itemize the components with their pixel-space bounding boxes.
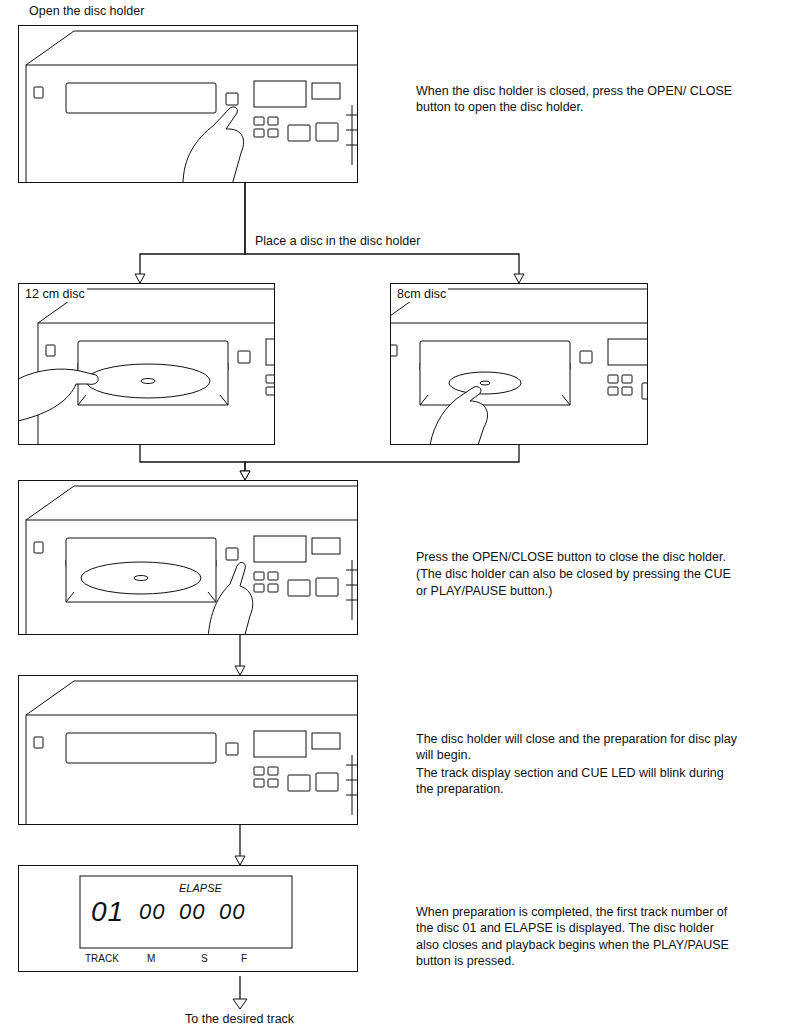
display-panel: ELAPSE01000000TRACKMSFWhen preparation i… <box>18 865 358 972</box>
cd-player <box>26 31 386 190</box>
flow-arrow <box>239 825 240 865</box>
hand <box>208 562 253 638</box>
description-text: When the disc holder is closed, press th… <box>416 83 738 116</box>
disc-tray <box>420 363 570 405</box>
illustration-panel: The disc holder will close and the prepa… <box>18 675 358 825</box>
lcd-window <box>80 876 292 948</box>
flow-arrow <box>245 183 519 283</box>
time-digits: 00 <box>219 899 245 925</box>
description-block: When preparation is completed, the first… <box>416 904 738 970</box>
cd-player <box>380 289 740 448</box>
disc-hole <box>480 381 490 385</box>
description-text: When preparation is completed, the first… <box>416 904 738 969</box>
player-closed-panel <box>26 681 386 840</box>
disc <box>86 364 210 398</box>
illustration-panel: 8cm disc <box>390 283 648 445</box>
disc-hole <box>141 379 155 384</box>
arrow-head <box>233 999 247 1009</box>
disc-tray <box>78 363 228 405</box>
track-digits: 01 <box>91 895 124 929</box>
disc <box>81 562 201 594</box>
arrow-shaft <box>239 976 240 1000</box>
description-text: Press the OPEN/CLOSE button to close the… <box>416 549 738 565</box>
description-block: Press the OPEN/CLOSE button to close the… <box>416 549 738 600</box>
panel-tag: 8cm disc <box>395 287 448 302</box>
description-block: When the disc holder is closed, press th… <box>416 83 738 117</box>
flow-note: To the desired track <box>183 1012 296 1027</box>
disc-hole <box>134 576 148 581</box>
player-close-panel <box>26 486 386 645</box>
display-label: S <box>201 953 208 965</box>
time-digits: 00 <box>179 899 205 925</box>
hand <box>18 369 98 421</box>
description-text: (The disc holder can also be closed by p… <box>416 566 738 599</box>
cd-player <box>26 681 386 840</box>
display-indicator: ELAPSE <box>179 882 222 895</box>
cd-player <box>26 486 386 645</box>
display-label: TRACK <box>85 953 119 965</box>
flow-arrow <box>239 635 240 675</box>
flow-arrow <box>140 445 245 480</box>
cd-player <box>38 289 398 448</box>
panel-tag: 12 cm disc <box>23 287 87 302</box>
disc <box>449 372 521 394</box>
panel-heading: Open the disc holder <box>29 4 144 19</box>
flow-arrow <box>245 445 519 480</box>
description-text: The disc holder will close and the prepa… <box>416 731 738 764</box>
disc-tray <box>66 560 216 602</box>
disc-8cm-panel <box>380 289 740 448</box>
illustration-panel: 12 cm disc <box>18 283 275 445</box>
display-label: F <box>241 953 247 965</box>
flow-arrow <box>140 183 245 283</box>
illustration-panel: Open the disc holderWhen the disc holder… <box>18 25 358 183</box>
time-digits: 00 <box>139 899 165 925</box>
hand <box>183 107 244 185</box>
disc-12cm-panel <box>18 289 398 448</box>
hand <box>430 387 488 445</box>
flow-note: Place a disc in the disc holder <box>253 234 422 249</box>
description-block: The disc holder will close and the prepa… <box>416 731 738 798</box>
display-label: M <box>147 953 155 965</box>
illustration-panel: Press the OPEN/CLOSE button to close the… <box>18 480 358 635</box>
description-text: The track display section and CUE LED wi… <box>416 765 738 798</box>
player-open-panel <box>26 31 386 190</box>
